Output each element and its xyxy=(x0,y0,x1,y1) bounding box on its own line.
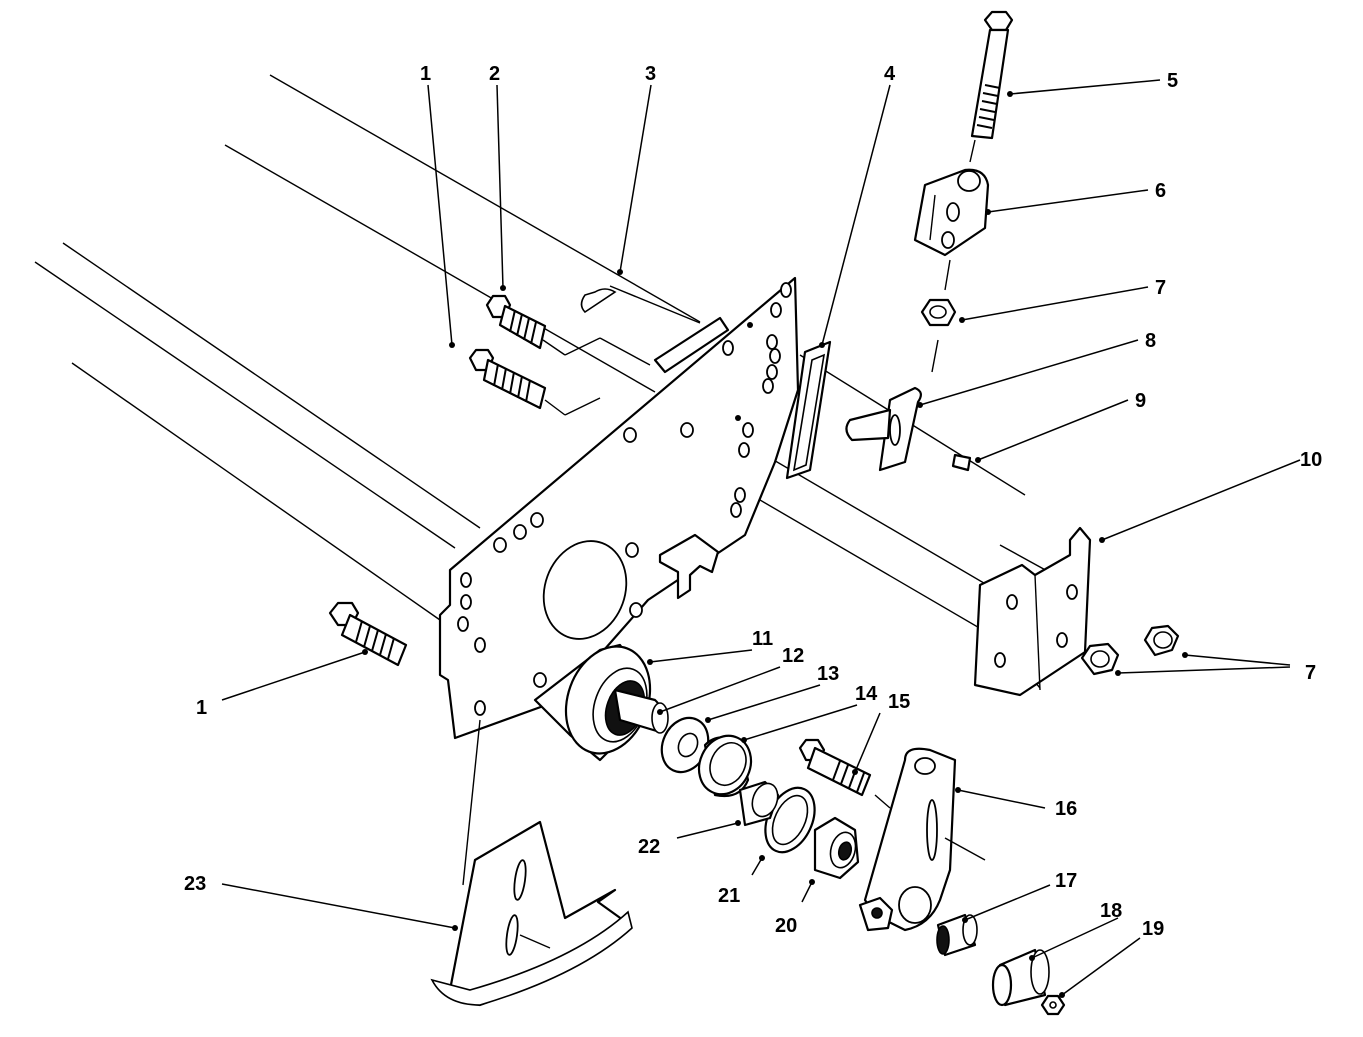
callout-19: 19 xyxy=(1142,918,1164,940)
frame-rails xyxy=(34,74,1061,689)
roller-18 xyxy=(991,948,1050,1007)
callout-12: 12 xyxy=(782,645,804,667)
bracket-8 xyxy=(845,386,922,472)
callout-10: 10 xyxy=(1300,449,1322,471)
slot-bracket xyxy=(658,533,720,600)
clip-3 xyxy=(580,288,617,314)
nut-7-lower-b xyxy=(1080,642,1120,676)
callout-17: 17 xyxy=(1055,870,1077,892)
callout-13: 13 xyxy=(817,663,839,685)
callout-labels: 1 2 3 4 5 6 7 8 9 10 7 1 11 12 13 14 15 … xyxy=(184,63,1322,940)
callout-2: 2 xyxy=(489,63,500,85)
callout-8: 8 xyxy=(1145,330,1156,352)
callout-3: 3 xyxy=(645,63,656,85)
nut-7-upper xyxy=(920,298,957,373)
callout-1-upper: 1 xyxy=(420,63,431,85)
callout-20: 20 xyxy=(775,915,797,937)
callout-4: 4 xyxy=(884,63,896,85)
callout-6: 6 xyxy=(1155,180,1166,202)
ring-14 xyxy=(697,734,753,798)
bolt-2 xyxy=(485,294,651,366)
bolt-5 xyxy=(969,10,1014,163)
top-flange xyxy=(653,316,730,374)
nut-7-lower-a xyxy=(1143,624,1180,657)
bolt-1-lower xyxy=(328,601,408,667)
pin-9 xyxy=(951,453,972,472)
callout-11: 11 xyxy=(752,628,773,650)
plate-holes xyxy=(457,282,792,716)
nut-20 xyxy=(813,816,860,880)
callout-9: 9 xyxy=(1135,390,1146,412)
washer-13 xyxy=(660,716,710,774)
callout-5: 5 xyxy=(1167,70,1178,92)
arm-16 xyxy=(858,747,986,932)
clevis-6 xyxy=(913,168,990,291)
bushing-17 xyxy=(936,913,978,957)
bolt-1-upper xyxy=(468,348,601,416)
callout-7-upper: 7 xyxy=(1155,277,1166,299)
callout-21: 21 xyxy=(718,885,740,907)
skid-shoe-23 xyxy=(430,719,633,1007)
callout-18: 18 xyxy=(1100,900,1122,922)
bearing-bore xyxy=(542,540,628,640)
callout-22: 22 xyxy=(638,836,660,858)
callout-1-lower: 1 xyxy=(196,697,207,719)
grease-fitting-19 xyxy=(1040,994,1066,1016)
spacer-22 xyxy=(738,780,780,827)
leader-lines xyxy=(221,79,1301,998)
shaft-12 xyxy=(613,688,669,734)
bracket-10 xyxy=(973,526,1092,697)
callout-7-lower: 7 xyxy=(1305,662,1316,684)
callout-16: 16 xyxy=(1055,798,1077,820)
callout-23: 23 xyxy=(184,873,206,895)
callout-14: 14 xyxy=(855,683,878,705)
callout-15: 15 xyxy=(888,691,910,713)
